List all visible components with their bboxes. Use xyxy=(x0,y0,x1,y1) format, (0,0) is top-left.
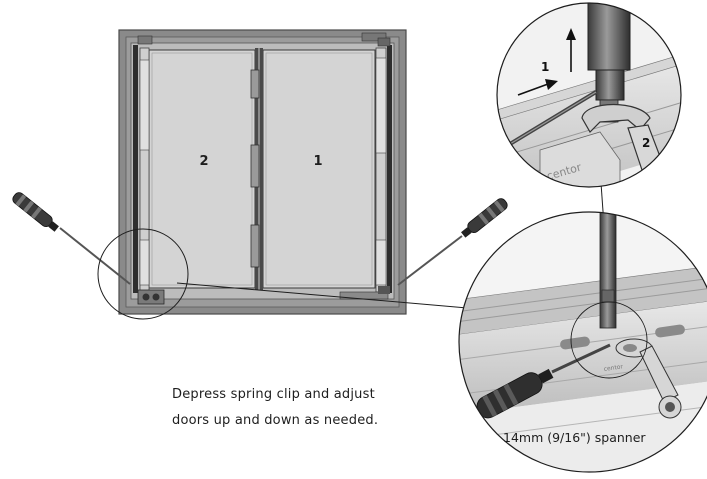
screwdriver-left-icon xyxy=(12,192,131,285)
step-label-one: 1 xyxy=(541,60,549,74)
left-jamb xyxy=(133,35,153,293)
caption-line-1: Depress spring clip and adjust xyxy=(172,387,375,402)
screwdriver-right-icon xyxy=(397,198,508,286)
step-label-two: 2 xyxy=(642,136,650,150)
door-panel-right xyxy=(262,49,376,289)
door-number-right: 1 xyxy=(313,154,322,169)
door-number-left: 2 xyxy=(199,154,208,169)
diagonal-arrow-icon xyxy=(517,79,558,96)
hinges xyxy=(250,69,260,268)
bottom-inner-circle xyxy=(570,301,648,379)
bottom-detail-view: centor xyxy=(458,211,707,473)
magnifier-circle xyxy=(97,228,189,320)
top-detail-view: centor 1 2 xyxy=(496,2,682,188)
instruction-caption: Depress spring clip and adjust doors up … xyxy=(172,382,378,434)
up-arrow-icon xyxy=(566,28,576,72)
caption-line-2: doors up and down as needed. xyxy=(172,413,379,428)
brand-mark-bottom: centor xyxy=(603,363,624,373)
top-detail-circle xyxy=(496,2,682,188)
spanner-size-label: 14mm (9/16") spanner xyxy=(503,430,646,445)
bottom-track xyxy=(137,286,390,305)
bottom-detail-circle xyxy=(458,211,707,473)
door-panel-left xyxy=(148,49,256,289)
